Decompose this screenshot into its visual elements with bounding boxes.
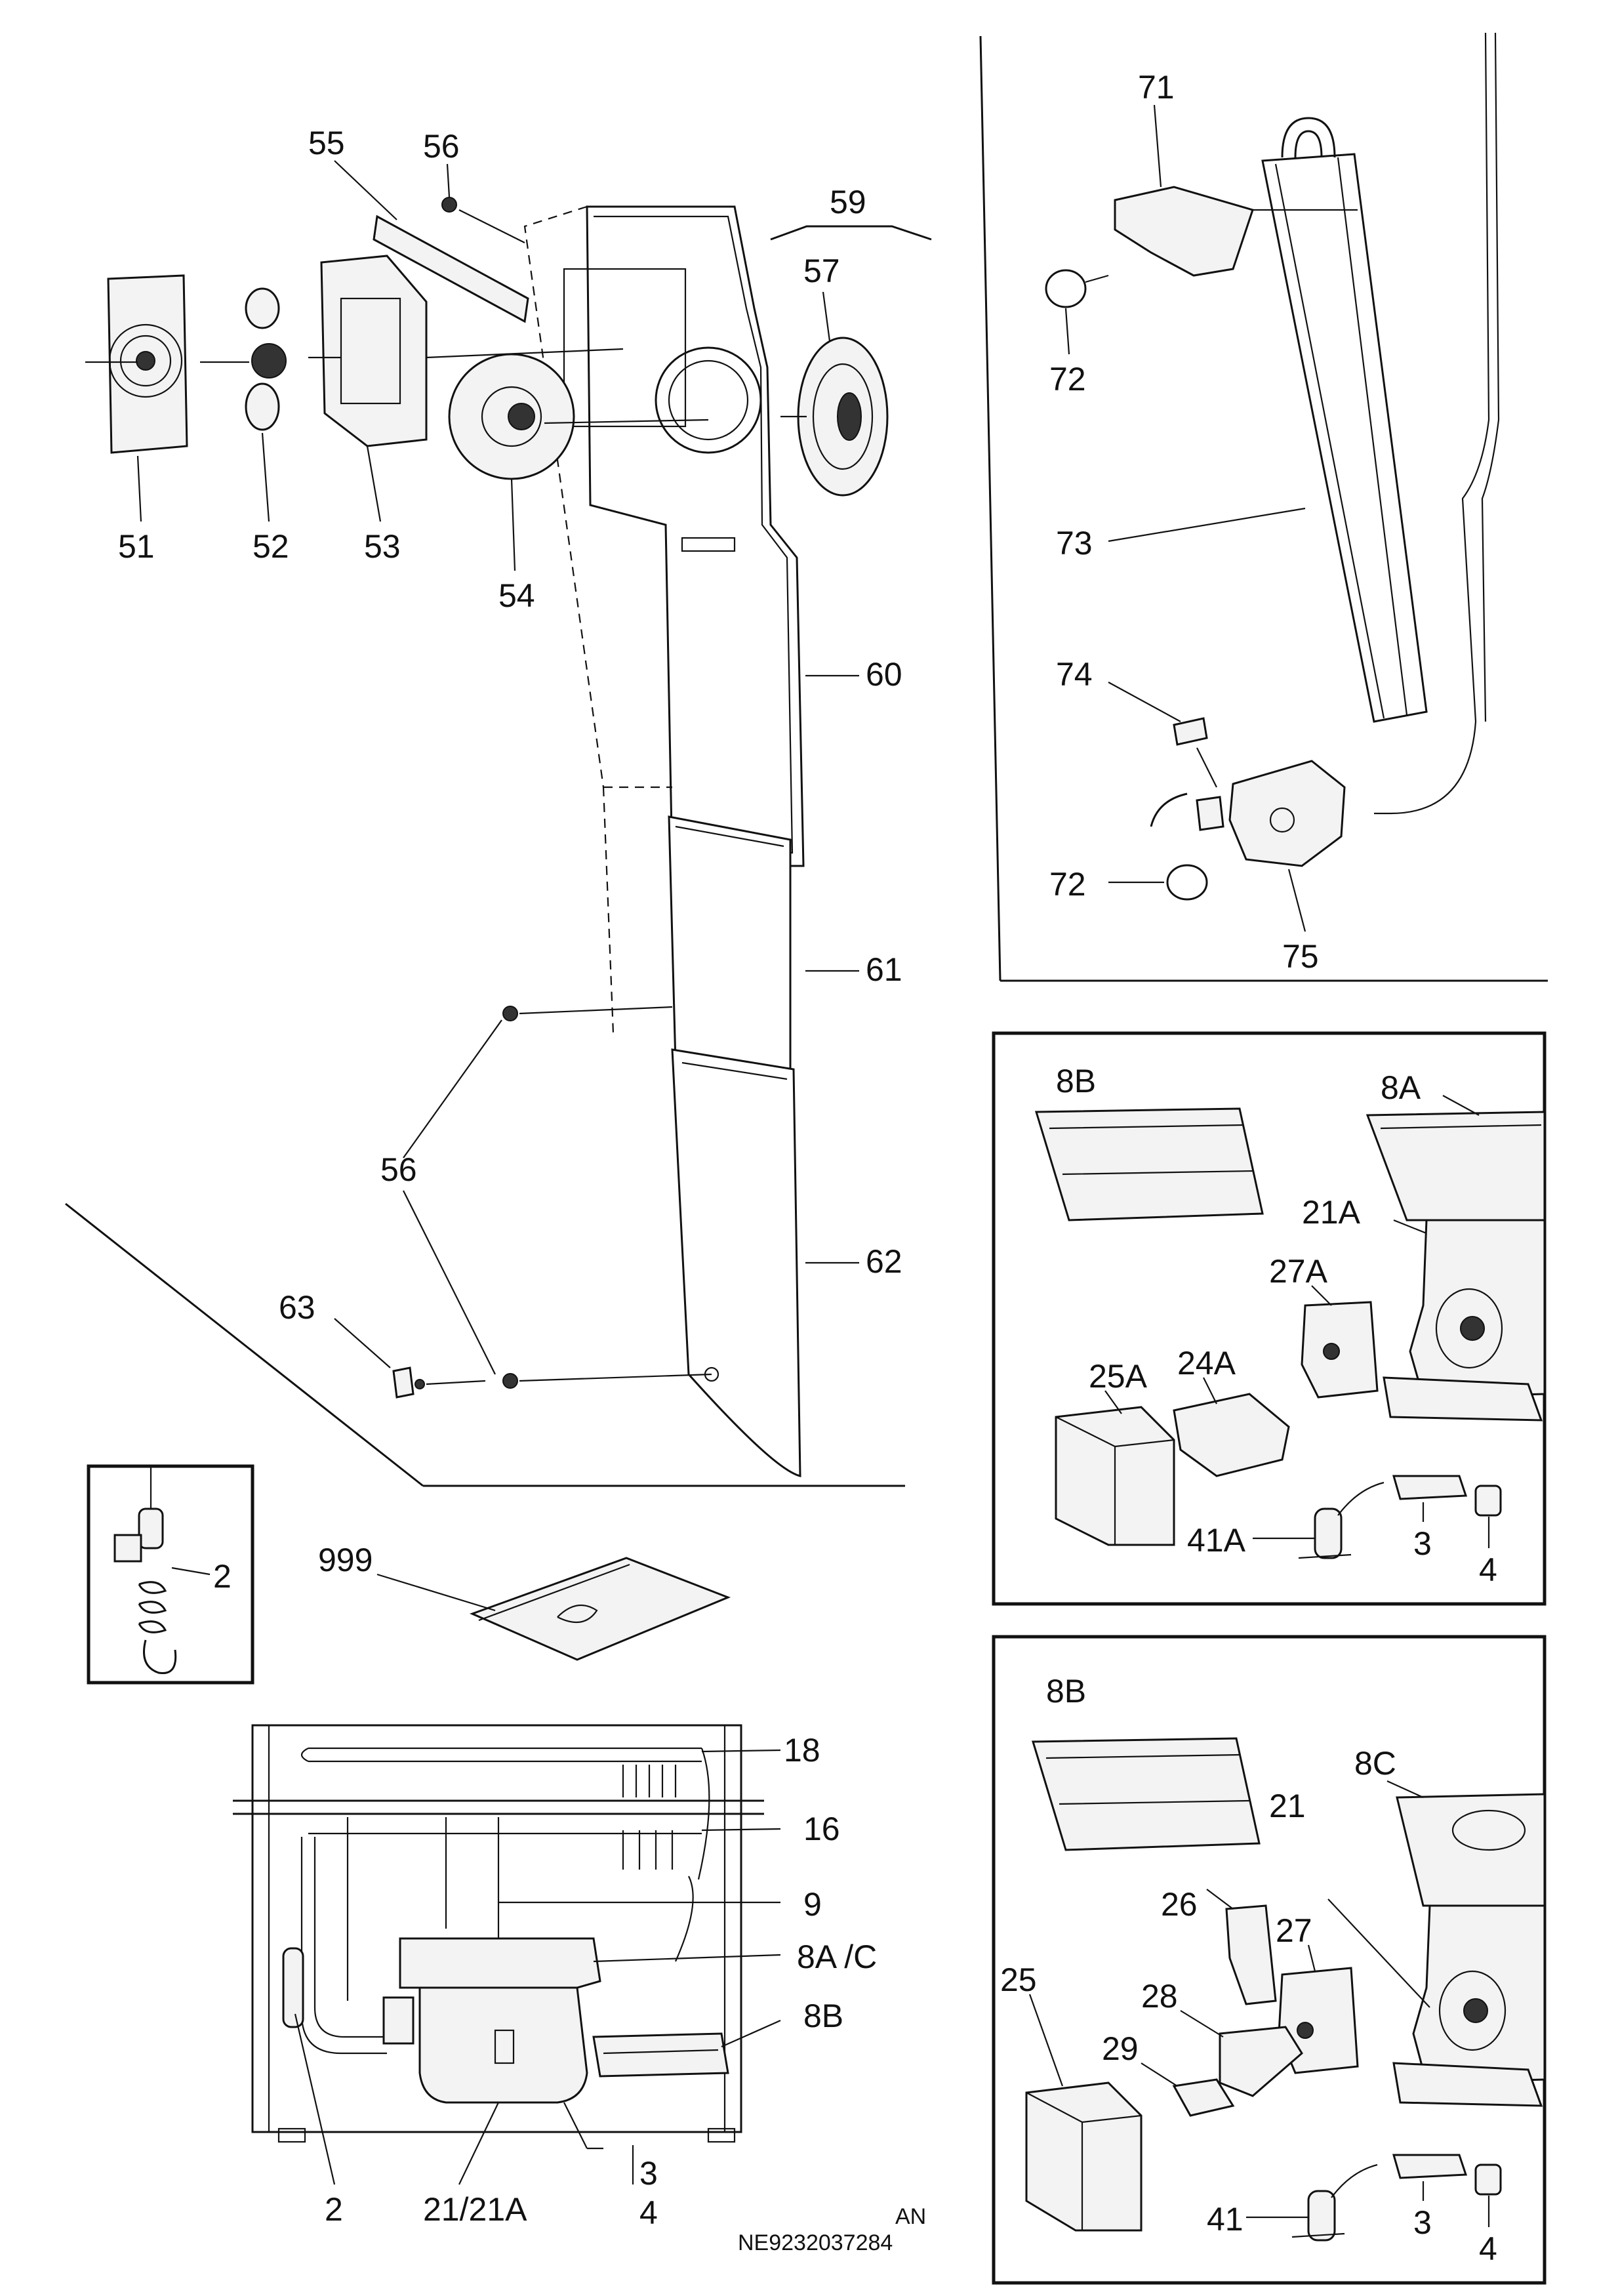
foam-strip-55	[373, 215, 529, 323]
screw-56-bottom	[502, 1373, 712, 1389]
label-75: 75	[1282, 938, 1319, 975]
label-56-middle: 56	[380, 1151, 417, 1188]
compressor-variant-a-box	[992, 1031, 1547, 1606]
evaporator-assembly	[1220, 32, 1500, 815]
label-52: 52	[253, 528, 289, 565]
drawing-reference: AN NE9232037284	[738, 2204, 926, 2255]
evaporator-cover-panel-62	[671, 1048, 801, 1477]
label-box2-8b: 8B	[1046, 1673, 1086, 1710]
label-56-top: 56	[423, 128, 460, 165]
label-box2-41: 41	[1207, 2201, 1244, 2238]
label-box2-8c: 8C	[1354, 1745, 1396, 1782]
label-box1-8b: 8B	[1056, 1063, 1096, 1099]
label-box2-26: 26	[1161, 1886, 1198, 1923]
label-61: 61	[866, 951, 902, 988]
label-box1-21a: 21A	[1302, 1194, 1361, 1231]
label-box1-4: 4	[1479, 1551, 1497, 1588]
leaders-left	[136, 160, 859, 1375]
label-box2-21: 21	[1269, 1788, 1306, 1824]
defrost-heater-clip-71	[1114, 104, 1254, 277]
label-2-inset: 2	[213, 1558, 232, 1595]
footer-line2: NE9232037284	[738, 2230, 893, 2255]
defrost-heater-inset-box	[87, 1464, 254, 1685]
label-72-bottom: 72	[1049, 866, 1086, 903]
label-63: 63	[279, 1289, 315, 1326]
label-74: 74	[1056, 656, 1093, 693]
label-60: 60	[866, 656, 902, 693]
label-9: 9	[803, 1886, 822, 1923]
bracket-75	[1108, 507, 1346, 932]
label-8a-c: 8A /C	[797, 1938, 877, 1975]
label-box2-28: 28	[1141, 1978, 1178, 2015]
label-box2-3: 3	[1413, 2204, 1432, 2241]
evaporator-cover-panel-60	[563, 205, 805, 867]
label-57: 57	[803, 253, 840, 289]
label-53: 53	[364, 528, 401, 565]
label-box2-29: 29	[1102, 2030, 1139, 2067]
label-16: 16	[803, 1811, 840, 1847]
footer-line1: AN	[895, 2204, 926, 2229]
label-73: 73	[1056, 525, 1093, 562]
fan-motor-bracket-53	[308, 255, 624, 447]
label-box2-4: 4	[1479, 2230, 1497, 2267]
label-3-cabinet: 3	[639, 2155, 658, 2192]
label-18: 18	[784, 1732, 820, 1769]
screw-56-middle	[502, 1006, 673, 1021]
part-number-labels: 51 52 53 54 55 56 57 59 60 61 56 62 63 2…	[118, 69, 1497, 2267]
label-box1-27a: 27A	[1269, 1253, 1328, 1290]
label-box1-8a: 8A	[1381, 1069, 1421, 1106]
screw-56-top	[441, 197, 525, 243]
plug-72-bottom	[1108, 864, 1208, 901]
section-dividers	[65, 35, 1548, 1487]
label-box1-3: 3	[1413, 1525, 1432, 1562]
plug-72-top	[1045, 269, 1109, 355]
label-55: 55	[308, 125, 345, 161]
label-8b-cabinet: 8B	[803, 1998, 843, 2034]
label-999: 999	[318, 1542, 373, 1578]
label-box1-41a: 41A	[1187, 1522, 1246, 1559]
evaporator-cover-panel-61	[668, 815, 792, 1084]
label-72-top: 72	[1049, 361, 1086, 398]
cabinet-rear-view	[233, 1724, 781, 2185]
label-box2-25: 25	[1000, 1961, 1037, 1998]
label-59: 59	[830, 184, 866, 220]
label-21-21a: 21/21A	[423, 2191, 527, 2228]
clip-63	[392, 1366, 486, 1399]
fan-motor-57	[780, 337, 889, 497]
compressor-variant-c-box	[992, 1635, 1547, 2285]
label-box1-24a: 24A	[1177, 1345, 1236, 1382]
label-2-cabinet: 2	[325, 2191, 343, 2228]
label-54: 54	[498, 577, 535, 614]
label-4-cabinet: 4	[639, 2194, 658, 2231]
label-62: 62	[866, 1243, 902, 1280]
instruction-booklet-999	[376, 1557, 731, 1661]
group-bracket-59	[770, 225, 932, 241]
label-box1-25a: 25A	[1089, 1358, 1148, 1395]
dashed-assembly-guides	[523, 205, 672, 1034]
fan-blade-52	[200, 287, 287, 431]
fan-grille-51	[85, 274, 188, 454]
label-box2-27: 27	[1276, 1912, 1312, 1949]
label-71: 71	[1138, 69, 1175, 106]
label-51: 51	[118, 528, 155, 565]
thermostat-clip-74	[1108, 682, 1217, 788]
